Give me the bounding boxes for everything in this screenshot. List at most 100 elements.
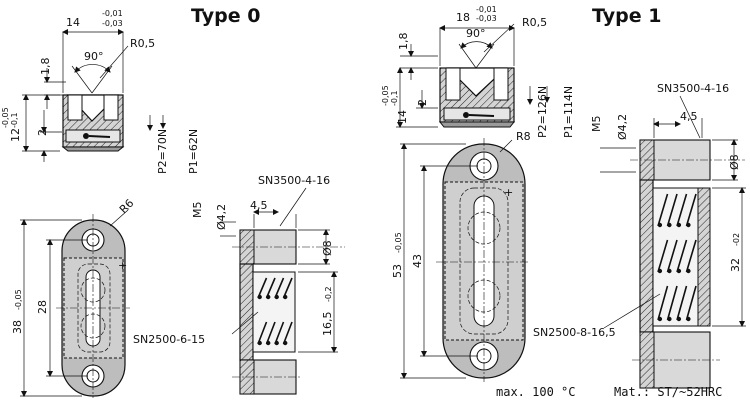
- type1-width-tol-top: -0,01: [476, 5, 497, 14]
- type1-end-radius: R8: [516, 130, 531, 143]
- type0-spring-b-coil: [265, 321, 276, 345]
- type1-bolt-spec: SN3500-4-16: [657, 82, 729, 95]
- type1-spring-c-coil: [685, 285, 697, 321]
- type1-side-view: M5 Ø4,2 4,5 SN3500-4-16 Ø8 32 -02 SN2500…: [533, 82, 746, 389]
- type0-spring-a-wire: [274, 294, 279, 300]
- type1-section-view: 18 -0,01 -0,03 90° R0,5 1,8 14 -0,05 -0,…: [381, 5, 575, 138]
- type1-pitch-dim: 43: [411, 254, 424, 268]
- type0-width-tol-top: -0,01: [102, 9, 123, 18]
- type1-spring-c-wire: [667, 316, 672, 322]
- type1-offset: 4,5: [680, 110, 698, 123]
- type1-spring-c-coil: [676, 285, 688, 321]
- type1-spring-a-coil: [685, 193, 697, 227]
- type0-cross-mark: +: [118, 259, 127, 272]
- type1-inner-dim: 2: [416, 99, 429, 106]
- type1-spring-a-wire: [657, 222, 663, 228]
- type1-radius: R0,5: [522, 16, 547, 29]
- type1-cross-mark: +: [504, 186, 513, 199]
- type0-spring-spec: SN2500-6-15: [133, 333, 205, 346]
- type0-length-dim: 38: [11, 320, 24, 334]
- type1-spring-c-coil: [666, 285, 678, 321]
- type0-spring-b-coil: [274, 321, 285, 345]
- type1-stack-tol: -02: [732, 233, 741, 246]
- temperature-note: max. 100 °C: [496, 385, 575, 399]
- type1-height-tol-top: -0,05: [381, 85, 390, 106]
- type1-spring-c-wire: [686, 316, 691, 322]
- type1-length-tol: -0,05: [394, 232, 403, 253]
- type1-height-tol-bot: -0,1: [390, 90, 399, 106]
- type1-stack-dim: 32: [729, 258, 742, 272]
- type1-spring-b-wire: [676, 268, 682, 274]
- type1-spring-c-coil: [657, 285, 669, 321]
- type0-bore2: Ø8: [321, 240, 334, 256]
- type1-angle: 90°: [466, 27, 486, 40]
- type0-width-tol-bot: -0,03: [102, 19, 123, 28]
- type1-height-dim: 14: [396, 110, 409, 124]
- type1-spring-spec: SN2500-8-16,5: [533, 326, 616, 339]
- type0-bore: Ø4,2: [215, 204, 228, 230]
- type1-length-dim: 53: [391, 264, 404, 278]
- type1-spring-a-wire: [667, 222, 672, 228]
- type1-spring-b-coil: [676, 239, 688, 273]
- type0-spring-a-coil: [265, 277, 276, 299]
- type1-spring-b-wire: [657, 268, 663, 274]
- type0-width-dim: 14: [66, 16, 80, 29]
- type0-spring-b-coil: [282, 321, 293, 345]
- type0-springs: [257, 277, 293, 346]
- type0-stack-tol: -0,2: [324, 286, 333, 302]
- type0-spring-b-wire: [257, 340, 262, 346]
- type0-spring-a-coil: [257, 277, 268, 299]
- type1-spring-c-wire: [676, 316, 682, 322]
- type0-spring-a-wire: [283, 294, 288, 300]
- type0-end-radius: R6: [117, 197, 137, 217]
- type1-title: Type 1: [592, 5, 661, 27]
- type1-spring-c-wire: [657, 316, 663, 322]
- type1-springs: [657, 193, 697, 322]
- type0-title: Type 0: [191, 5, 260, 27]
- type1-spring-b-coil: [666, 239, 678, 273]
- type0-radius: R0,5: [130, 37, 155, 50]
- type0-section-view: 14 -0,01 -0,03 90° R0,5 1,8 12 -0,05 -0,…: [1, 9, 200, 174]
- material-note: Mat.: ST/~52HRC: [614, 385, 722, 399]
- type1-spring-a-coil: [657, 193, 669, 227]
- type1-top-view: + R8 53 -0,05 43: [391, 130, 531, 382]
- type1-spring-b-coil: [685, 239, 697, 273]
- type0-thread: M5: [191, 202, 204, 219]
- type0-bolt-spec: SN3500-4-16: [258, 174, 330, 187]
- type0-length-tol: -0,05: [14, 289, 23, 310]
- type0-spring-b-wire: [283, 340, 288, 346]
- type0-pitch-dim: 28: [36, 300, 49, 314]
- type0-top-view: + R6 38 -0,05 28: [11, 197, 136, 398]
- type1-spring-a-wire: [676, 222, 682, 228]
- type1-depth: 1,8: [397, 33, 410, 51]
- type0-angle: 90°: [84, 50, 104, 63]
- type0-depth: 1,8: [39, 58, 52, 76]
- type0-height-dim: 12: [9, 128, 22, 142]
- type0-spring-b-wire: [274, 340, 279, 346]
- type1-bore: Ø4,2: [616, 114, 629, 140]
- type0-spring-a-coil: [282, 277, 293, 299]
- type0-side-view: M5 Ø4,2 4,5 SN3500-4-16 Ø8 16,5 -0,2 SN2…: [133, 174, 345, 395]
- type1-width-tol-bot: -0,03: [476, 14, 497, 23]
- type1-spring-b-wire: [686, 268, 691, 274]
- type0-spring-b-coil: [257, 321, 268, 345]
- type0-stack-dim: 16,5: [321, 312, 334, 337]
- type1-width-dim: 18: [456, 11, 470, 24]
- type1-bore2: Ø8: [728, 154, 741, 170]
- type0-p1: P1=62N: [187, 129, 200, 174]
- type0-spring-a-wire: [257, 294, 262, 300]
- type0-spring-a-coil: [274, 277, 285, 299]
- type0-inner-dim: 2: [36, 129, 49, 136]
- type1-spring-b-coil: [657, 239, 669, 273]
- type0-spring-b-wire: [266, 340, 271, 346]
- type0-spring-a-wire: [266, 294, 271, 300]
- type1-spring-b-wire: [667, 268, 672, 274]
- type1-spring-a-coil: [666, 193, 678, 227]
- type1-p2: P2=126N: [536, 86, 549, 138]
- type0-height-tol-top: -0,05: [1, 107, 10, 128]
- type0-offset: 4,5: [250, 199, 268, 212]
- type0-height-tol-bot: -0,1: [10, 112, 19, 128]
- type1-thread: M5: [590, 116, 603, 133]
- type1-spring-a-wire: [686, 222, 691, 228]
